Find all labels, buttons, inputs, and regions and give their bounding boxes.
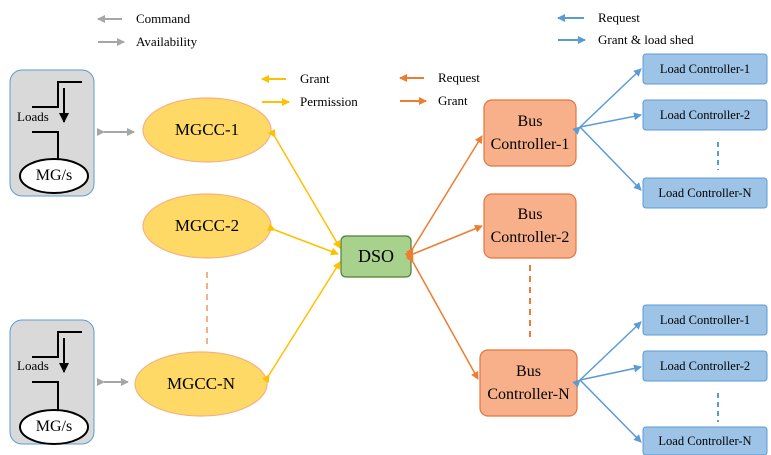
load-controller-top-2-node[interactable] [642,99,768,131]
load-controller-top-n-node[interactable] [642,177,768,209]
mgcc-n-node[interactable] [134,351,268,417]
mg1-loads-label: Loads [17,109,49,124]
bus-line-icon [32,81,82,108]
legend-grant-yellow-label: Grant [300,71,330,86]
load-controller-bottom-1-node[interactable] [642,304,768,336]
dso-node[interactable] [340,235,412,278]
feeder-line-icon [32,381,59,410]
dso-bus1-link [405,135,483,257]
bus-line-icon [32,331,82,358]
load-controller-top-1-node[interactable] [642,53,768,85]
mg-ellipse [19,409,89,445]
mg-ellipse [19,158,89,194]
bus-controller-2-node[interactable] [483,193,577,259]
legend-permission-label: Permission [300,94,358,109]
mgcc-1-node[interactable] [142,97,272,163]
microgrid-panel-2 [9,319,95,445]
legend-request-orange-label: Request [438,70,480,85]
bus1-lcN-link [579,126,642,191]
mgcc-2-node[interactable] [142,193,272,259]
legend-command-label: Command [136,11,191,26]
legend-availability-label: Availability [136,34,198,49]
legend-arrows [97,14,586,106]
busN-lc1-link [572,321,642,388]
bus1-lc2-link [579,112,642,128]
busN-lcN-link [579,379,642,443]
dso-bus2-link [405,224,483,261]
legend-grant-shed-label: Grant & load shed [598,32,694,47]
legend-request-blue-label: Request [598,10,640,25]
feeder-line-icon [32,131,59,160]
load-controller-bottom-n-node[interactable] [642,426,768,455]
mgcc1-dso-link [268,128,341,249]
load-controller-bottom-2-node[interactable] [642,350,768,382]
dso-busN-link [406,253,479,380]
mgcc2-dso-link [267,223,339,256]
bus-controller-n-node[interactable] [479,349,578,417]
microgrid-panel-1 [9,69,95,197]
mgccN-dso-link [261,261,341,384]
bus-controller-1-node[interactable] [483,99,577,167]
legend-grant-orange-label: Grant [438,93,468,108]
bus1-lc1-link [572,68,642,135]
mg2-loads-label: Loads [17,358,49,373]
busN-lc2-link [579,364,642,381]
